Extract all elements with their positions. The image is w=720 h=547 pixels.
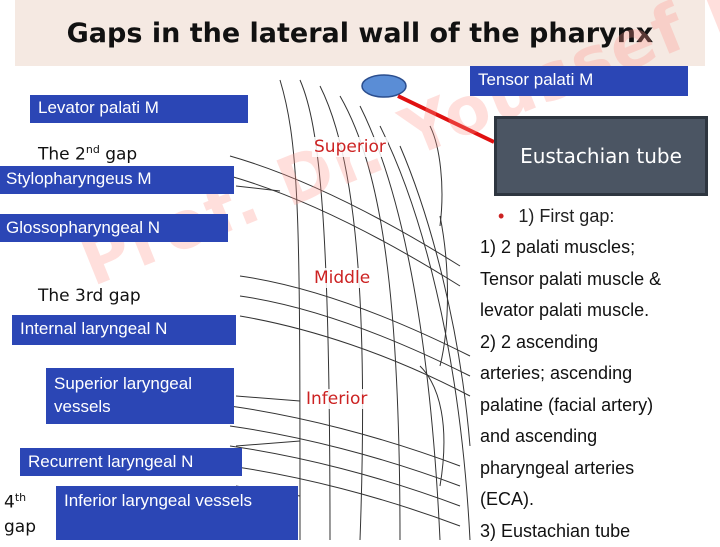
notes-line: pharyngeal arteries (480, 453, 720, 485)
notes-line: 3) Eustachian tube (480, 516, 720, 547)
label-glossopharyngeal: Glossopharyngeal N (0, 214, 228, 242)
fourth-gap-word: gap (4, 515, 36, 539)
fourth-sup: th (15, 491, 26, 504)
constrictor-middle: Middle (312, 268, 372, 288)
notes-line: Tensor palati muscle & (480, 264, 720, 296)
label-second-gap: The 2nd gap (35, 143, 140, 165)
gap-notes: • 1) First gap: 1) 2 palati muscles; Tens… (470, 200, 720, 547)
notes-line: arteries; ascending (480, 358, 720, 390)
bullet-dot-icon: • (498, 206, 504, 226)
label-third-gap: The 3rd gap (35, 286, 144, 306)
notes-line: 2) 2 ascending (480, 327, 720, 359)
label-inferior-laryngeal-vessels: Inferior laryngeal vessels (56, 486, 298, 540)
second-gap-text: The 2 (38, 145, 86, 165)
notes-line: and ascending (480, 421, 720, 453)
second-gap-sup: nd (86, 143, 100, 156)
label-recurrent-laryngeal: Recurrent laryngeal N (20, 448, 242, 476)
eustachian-tube-box: Eustachian tube (494, 116, 708, 196)
label-superior-laryngeal-vessels: Superior laryngeal vessels (46, 368, 234, 424)
label-fourth-gap: 4th gap (4, 486, 36, 539)
notes-line: 1) 2 palati muscles; (480, 232, 720, 264)
fourth-gap-number-line: 4th (4, 486, 36, 515)
notes-bullet: • 1) First gap: (498, 200, 720, 232)
label-tensor-palati: Tensor palati M (470, 66, 688, 96)
label-levator-palati: Levator palati M (30, 95, 248, 123)
label-internal-laryngeal: Internal laryngeal N (12, 315, 236, 345)
tensor-palati-shape (362, 75, 406, 97)
constrictor-superior: Superior (312, 137, 388, 157)
notes-line: levator palati muscle. (480, 295, 720, 327)
notes-line: palatine (facial artery) (480, 390, 720, 422)
constrictor-inferior: Inferior (304, 389, 369, 409)
label-stylopharyngeus: Stylopharyngeus M (0, 166, 234, 194)
notes-bullet-text: 1) First gap: (518, 206, 614, 226)
notes-line: (ECA). (480, 484, 720, 516)
fourth-num: 4 (4, 493, 15, 513)
second-gap-suffix: gap (100, 145, 137, 165)
eustachian-tube-label: Eustachian tube (520, 144, 682, 168)
